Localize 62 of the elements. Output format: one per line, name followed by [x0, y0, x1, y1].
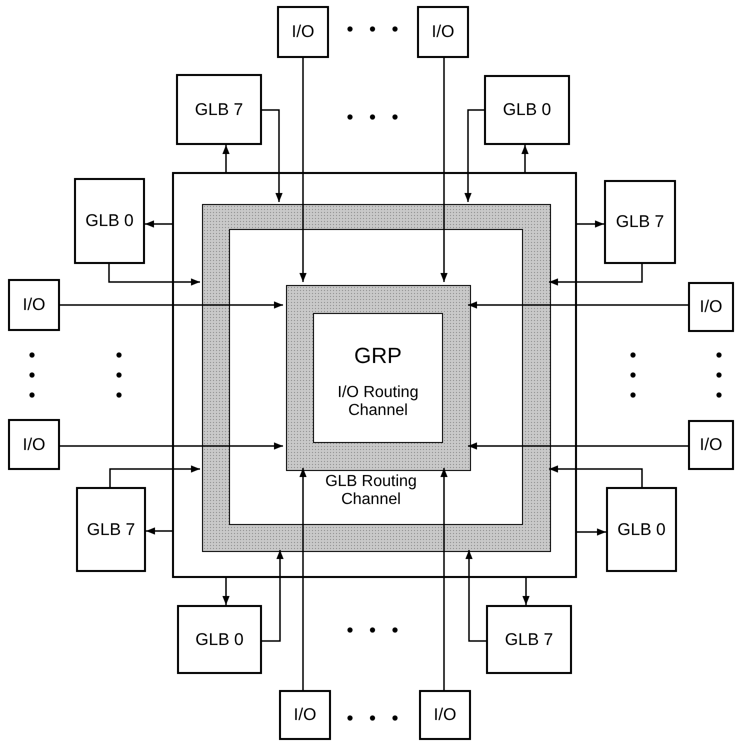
logic-block	[484, 75, 570, 145]
logic-block	[606, 487, 677, 572]
block-label: I/O	[292, 22, 314, 42]
logic-block	[177, 605, 262, 674]
logic-block	[688, 282, 734, 332]
block-label: GLB 0	[617, 520, 666, 540]
arrow	[222, 145, 230, 172]
block-label: I/O	[294, 705, 316, 725]
logic-block	[277, 6, 329, 58]
logic-block	[176, 74, 262, 145]
block-label: I/O	[432, 22, 454, 42]
arrow	[60, 301, 283, 309]
arrow	[146, 527, 172, 535]
channel-label: I/O Routing Channel	[336, 384, 420, 420]
block-label: I/O	[22, 434, 46, 454]
block-label: I/O	[22, 295, 46, 315]
block-label: I/O	[700, 435, 722, 455]
block-label: GLB 7	[86, 520, 136, 540]
block-label: GLB 0	[502, 100, 552, 120]
logic-block	[8, 279, 60, 331]
arrow	[521, 145, 529, 172]
arrow	[440, 468, 448, 690]
logic-block	[279, 690, 331, 740]
arrow	[262, 109, 283, 202]
arrow	[464, 109, 484, 202]
block-label: I/O	[700, 297, 722, 317]
arrow	[440, 58, 448, 282]
arrow	[468, 301, 688, 309]
logic-block	[417, 6, 469, 58]
arrow	[60, 442, 283, 450]
routing-pool-block	[286, 285, 471, 471]
arrow	[299, 58, 307, 282]
routing-channel-band	[202, 204, 551, 552]
logic-block	[74, 178, 145, 264]
logic-block	[486, 605, 572, 674]
logic-block	[76, 487, 146, 572]
block-label: GLB 7	[504, 630, 554, 650]
arrow	[145, 220, 172, 228]
arrow	[108, 264, 200, 286]
logic-block	[688, 420, 734, 470]
block-label: GLB 7	[616, 212, 664, 232]
block-title: GRP	[353, 344, 403, 368]
arrow	[468, 442, 688, 450]
arrow	[299, 468, 307, 690]
arrow	[577, 220, 604, 228]
arrow	[549, 465, 643, 487]
arrow	[465, 550, 486, 642]
block-label: GLB 0	[85, 211, 134, 231]
arrow	[109, 465, 200, 487]
channel-label: GLB Routing Channel	[324, 473, 418, 508]
arrow	[222, 578, 230, 605]
block-label: I/O	[434, 705, 456, 725]
arrow	[262, 550, 284, 642]
logic-block	[419, 690, 471, 740]
block-label: GLB 0	[195, 630, 244, 650]
logic-block	[604, 180, 676, 264]
arrow	[577, 528, 606, 536]
arrow	[522, 578, 530, 605]
bus-frame	[172, 172, 577, 578]
logic-block	[8, 419, 60, 470]
block-label: GLB 7	[194, 100, 244, 120]
arrow	[549, 264, 643, 286]
